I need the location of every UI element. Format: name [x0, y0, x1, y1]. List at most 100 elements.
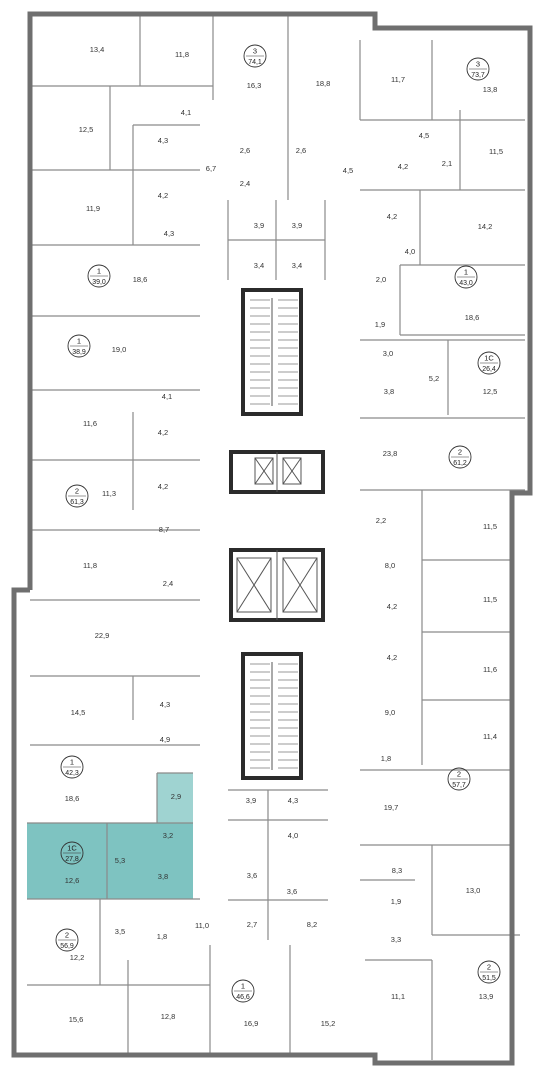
room-area-label: 3,6 — [247, 871, 257, 880]
apartment-badge-circle — [447, 767, 471, 791]
room-area-label: 16,9 — [244, 1019, 259, 1028]
apartment-area: 61,3 — [70, 499, 84, 506]
room-area-label: 14,5 — [71, 708, 86, 717]
apartment-area: 56,9 — [60, 943, 74, 950]
room-area-label: 3,6 — [287, 887, 297, 896]
room-area-label: 6,7 — [206, 164, 216, 173]
room-area-label: 4,2 — [158, 191, 168, 200]
room-area-label: 2,2 — [376, 516, 386, 525]
apartment-badge-circle — [466, 57, 490, 81]
room-area-label: 4,1 — [162, 392, 172, 401]
apartment-badge[interactable]: 261,2 — [448, 445, 472, 469]
apartment-rooms: 2 — [487, 963, 491, 972]
apartment-badge[interactable]: 257,7 — [447, 767, 471, 791]
apartment-rooms: 2 — [75, 487, 79, 496]
room-area-label: 4,2 — [387, 212, 397, 221]
room-area-label: 12,6 — [65, 876, 80, 885]
apartment-rooms: 1 — [70, 758, 74, 767]
room-area-label: 4,2 — [387, 602, 397, 611]
apartment-rooms: 1 — [464, 268, 468, 277]
apartment-badge[interactable]: 256,9 — [55, 928, 79, 952]
room-area-label: 19,7 — [384, 803, 399, 812]
highlighted-apartment[interactable] — [27, 773, 193, 899]
apartment-badge-circle — [454, 265, 478, 289]
apartment-badge[interactable]: 373,7 — [466, 57, 490, 81]
apartment-area: 43,0 — [459, 280, 473, 287]
room-area-label: 8,7 — [159, 525, 169, 534]
room-area-label: 9,0 — [385, 708, 395, 717]
apartment-area: 73,7 — [471, 72, 485, 79]
apartment-rooms: 2 — [457, 770, 461, 779]
apartment-badge-circle — [67, 334, 91, 358]
room-area-label: 4,2 — [158, 482, 168, 491]
apartment-area: 27,8 — [65, 856, 79, 863]
room-area-label: 11,5 — [483, 522, 497, 531]
apartment-badge[interactable]: 251,5 — [477, 960, 501, 984]
outer-walls — [11, 11, 533, 1066]
room-area-label: 18,6 — [65, 794, 80, 803]
room-area-label: 14,2 — [478, 222, 493, 231]
apartment-badge[interactable]: 1С 26,4 — [477, 351, 501, 375]
room-area-label: 3,9 — [246, 796, 256, 805]
room-area-label: 4,9 — [160, 735, 170, 744]
highlighted-apartment-hall[interactable] — [157, 773, 193, 823]
room-area-label: 2,0 — [376, 275, 386, 284]
room-area-label: 3,4 — [292, 261, 302, 270]
room-area-label: 11,4 — [483, 732, 497, 741]
apartment-area: 57,7 — [452, 782, 466, 789]
apartment-badge[interactable]: 138,9 — [67, 334, 91, 358]
apartment-badge[interactable]: 261,3 — [65, 484, 89, 508]
room-area-label: 11,8 — [175, 50, 189, 59]
partitions — [27, 14, 525, 1060]
room-area-label: 1,9 — [375, 320, 385, 329]
apartment-rooms: 1С — [484, 354, 494, 363]
room-area-label: 11,3 — [102, 489, 116, 498]
room-area-label: 15,6 — [69, 1015, 84, 1024]
room-area-label: 1,8 — [157, 932, 167, 941]
room-area-label: 11,8 — [83, 561, 97, 570]
room-area-label: 5,2 — [429, 374, 439, 383]
apartment-rooms: 2 — [65, 931, 69, 940]
core-details — [236, 298, 318, 770]
room-area-label: 13,8 — [483, 85, 498, 94]
apartment-rooms: 3 — [253, 47, 257, 56]
apartment-area: 61,2 — [453, 460, 467, 467]
apartment-badge[interactable]: 142,3 — [60, 755, 84, 779]
apartment-badge-circle — [87, 264, 111, 288]
apartment-rooms: 1 — [97, 267, 101, 276]
room-area-label: 11,5 — [483, 595, 497, 604]
apartment-rooms: 2 — [458, 448, 462, 457]
room-area-label: 18,6 — [465, 313, 480, 322]
room-area-label: 18,6 — [133, 275, 148, 284]
room-area-label: 2,4 — [163, 579, 173, 588]
highlighted-apartment-main[interactable] — [27, 823, 193, 899]
room-area-label: 19,0 — [112, 345, 127, 354]
room-area-label: 3,9 — [292, 221, 302, 230]
apartment-badge-circle — [477, 960, 501, 984]
apartment-area: 42,3 — [65, 770, 79, 777]
room-area-label: 12,5 — [483, 387, 498, 396]
apartment-badge[interactable]: 374,1 — [243, 44, 267, 68]
room-area-label: 11,5 — [489, 147, 503, 156]
room-area-label: 3,8 — [384, 387, 394, 396]
room-area-label: 12,5 — [79, 125, 94, 134]
apartment-badge-circle — [60, 755, 84, 779]
room-area-label: 2,1 — [442, 159, 452, 168]
room-area-label: 12,8 — [161, 1012, 176, 1021]
room-area-label: 2,6 — [240, 146, 250, 155]
room-area-label: 4,0 — [288, 831, 298, 840]
room-area-label: 8,3 — [392, 866, 402, 875]
room-area-label: 22,9 — [95, 631, 110, 640]
stairs — [250, 299, 298, 769]
apartment-badge[interactable]: 146,6 — [231, 979, 255, 1003]
room-area-label: 3,9 — [254, 221, 264, 230]
apartment-area: 26,4 — [482, 366, 496, 373]
room-area-label: 4,5 — [419, 131, 429, 140]
room-area-label: 13,0 — [466, 886, 481, 895]
room-area-label: 3,4 — [254, 261, 264, 270]
room-area-label: 3,8 — [158, 872, 168, 881]
apartment-badge[interactable]: 143,0 — [454, 265, 478, 289]
apartment-badge[interactable]: 139,0 — [87, 264, 111, 288]
core-walls — [229, 288, 325, 780]
